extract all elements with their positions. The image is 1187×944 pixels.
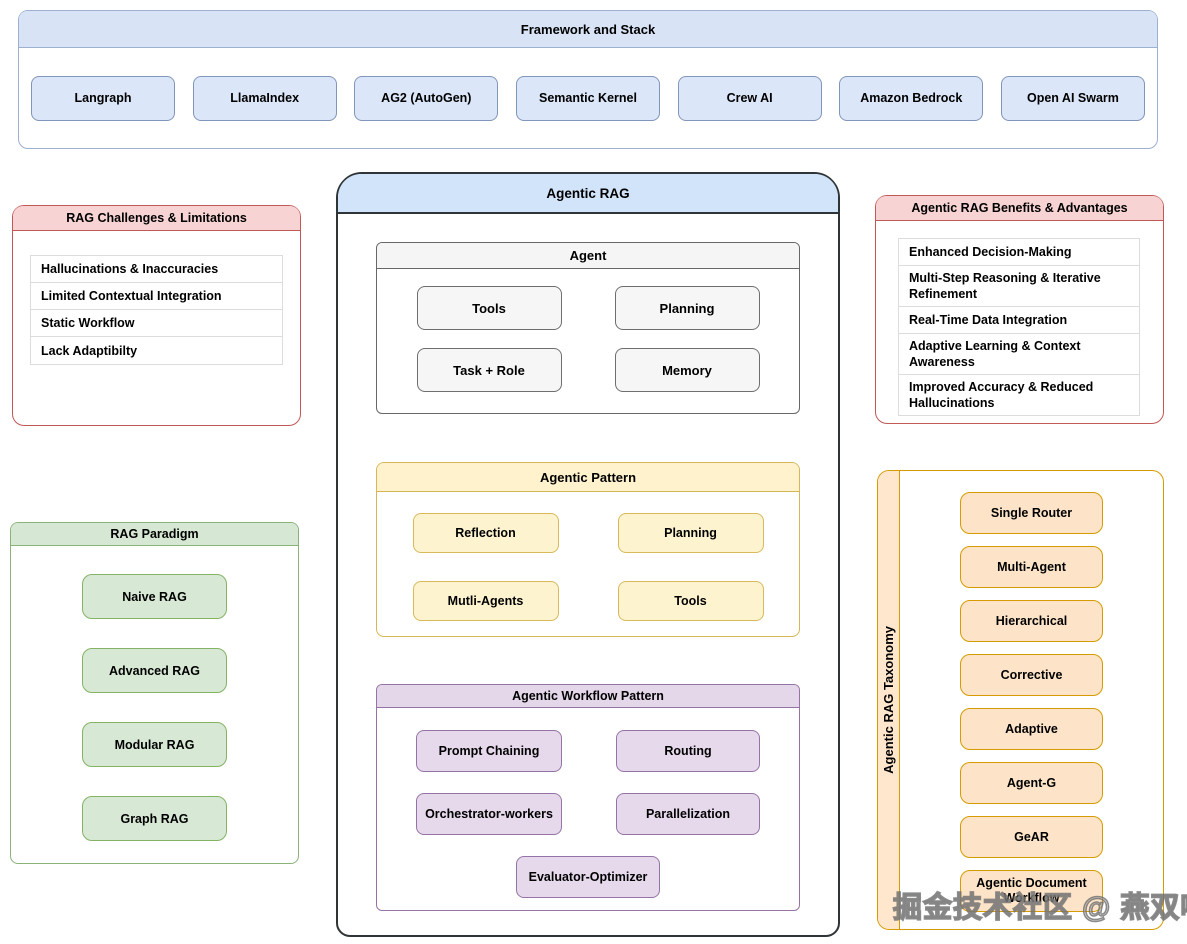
framework-stack-title: Framework and Stack [19, 11, 1157, 48]
framework-stack-panel: Framework and Stack Langraph LlamaIndex … [18, 10, 1158, 149]
agentic-workflow-title: Agentic Workflow Pattern [377, 685, 799, 708]
challenge-item: Lack Adaptibilty [41, 343, 138, 358]
agentic-workflow-panel: Agentic Workflow Pattern Prompt Chaining… [376, 684, 800, 911]
pattern-node-tools: Tools [617, 581, 764, 621]
agent-title: Agent [377, 243, 799, 269]
challenge-item: Hallucinations & Inaccuracies [31, 256, 282, 283]
benefit-item: Adaptive Learning & Context Awareness [899, 334, 1139, 375]
watermark-text: 掘金技术社区 @ 燕双嘤 [892, 891, 1187, 925]
rag-challenges-title: RAG Challenges & Limitations [13, 206, 300, 231]
rag-paradigm-title: RAG Paradigm [11, 523, 298, 546]
workflow-node-parallelization: Parallelization [616, 793, 760, 835]
framework-node-semantic-kernel: Semantic Kernel [515, 75, 660, 121]
taxonomy-node-corrective: Corrective [960, 654, 1103, 696]
benefit-item: Multi-Step Reasoning & Iterative Refinem… [899, 266, 1139, 307]
taxonomy-body: Single Router Multi-Agent Hierarchical C… [900, 471, 1163, 929]
workflow-node-orchestrator-workers: Orchestrator-workers [416, 793, 562, 835]
taxonomy-node-single-router: Single Router [960, 492, 1103, 534]
agent-panel: Agent Tools Planning Task + Role Memory [376, 242, 800, 414]
framework-node-ag2-autogen: AG2 (AutoGen) [354, 75, 499, 121]
taxonomy-node-adaptive: Adaptive [960, 708, 1103, 750]
agentic-pattern-grid: Reflection Planning Mutli-Agents Tools [377, 513, 799, 621]
pattern-node-reflection: Reflection [412, 513, 559, 553]
benefits-list: Enhanced Decision-Making Multi-Step Reas… [898, 238, 1140, 416]
benefit-item: Improved Accuracy & Reduced Hallucinatio… [909, 380, 1094, 410]
framework-node-crew-ai: Crew AI [677, 75, 822, 121]
agentic-workflow-grid: Prompt Chaining Routing Orchestrator-wor… [377, 730, 799, 835]
framework-node-openai-swarm: Open AI Swarm [1000, 75, 1145, 121]
rag-paradigm-body: Naive RAG Advanced RAG Modular RAG Graph… [11, 574, 298, 841]
challenge-item: Limited Contextual Integration [31, 283, 282, 310]
benefit-item: Real-Time Data Integration [899, 307, 1139, 334]
rag-paradigm-panel: RAG Paradigm Naive RAG Advanced RAG Modu… [10, 522, 299, 864]
paradigm-node-modular-rag: Modular RAG [82, 722, 227, 767]
taxonomy-title: Agentic RAG Taxonomy [881, 626, 896, 774]
agentic-workflow-center-row: Evaluator-Optimizer [377, 856, 799, 898]
challenge-item: Static Workflow [31, 310, 282, 337]
agentic-rag-title: Agentic RAG [338, 174, 838, 214]
rag-challenges-list: Hallucinations & Inaccuracies Limited Co… [30, 255, 283, 365]
paradigm-node-advanced-rag: Advanced RAG [82, 648, 227, 693]
rag-challenges-panel: RAG Challenges & Limitations Hallucinati… [12, 205, 301, 426]
benefits-panel: Agentic RAG Benefits & Advantages Enhanc… [875, 195, 1164, 424]
agentic-rag-panel: Agentic RAG Agent Tools Planning Task + … [336, 172, 840, 937]
taxonomy-node-multi-agent: Multi-Agent [960, 546, 1103, 588]
taxonomy-node-gear: GeAR [960, 816, 1103, 858]
agent-node-tools: Tools [416, 286, 562, 330]
taxonomy-node-hierarchical: Hierarchical [960, 600, 1103, 642]
paradigm-node-graph-rag: Graph RAG [82, 796, 227, 841]
framework-node-amazon-bedrock: Amazon Bedrock [839, 75, 984, 121]
taxonomy-vertical-label: Agentic RAG Taxonomy [878, 471, 900, 929]
framework-node-langraph: Langraph [31, 75, 175, 121]
workflow-node-routing: Routing [616, 730, 760, 772]
agentic-pattern-title: Agentic Pattern [377, 463, 799, 492]
benefit-item: Enhanced Decision-Making [899, 239, 1139, 266]
taxonomy-node-agent-g: Agent-G [960, 762, 1103, 804]
agent-grid: Tools Planning Task + Role Memory [377, 286, 799, 392]
framework-node-llamaindex: LlamaIndex [192, 75, 337, 121]
workflow-node-evaluator-optimizer: Evaluator-Optimizer [516, 856, 660, 898]
benefits-title: Agentic RAG Benefits & Advantages [876, 196, 1163, 221]
agent-node-task-role: Task + Role [416, 348, 562, 392]
agentic-pattern-panel: Agentic Pattern Reflection Planning Mutl… [376, 462, 800, 637]
agent-node-planning: Planning [614, 286, 760, 330]
framework-stack-body: Langraph LlamaIndex AG2 (AutoGen) Semant… [19, 48, 1157, 148]
taxonomy-node-agentic-document-workflow: Agentic Document Workflow [960, 870, 1103, 912]
pattern-node-planning: Planning [617, 513, 764, 553]
paradigm-node-naive-rag: Naive RAG [82, 574, 227, 619]
agent-node-memory: Memory [614, 348, 760, 392]
taxonomy-panel: Agentic RAG Taxonomy Single Router Multi… [877, 470, 1164, 930]
pattern-node-multi-agents: Mutli-Agents [412, 581, 559, 621]
workflow-node-prompt-chaining: Prompt Chaining [416, 730, 562, 772]
